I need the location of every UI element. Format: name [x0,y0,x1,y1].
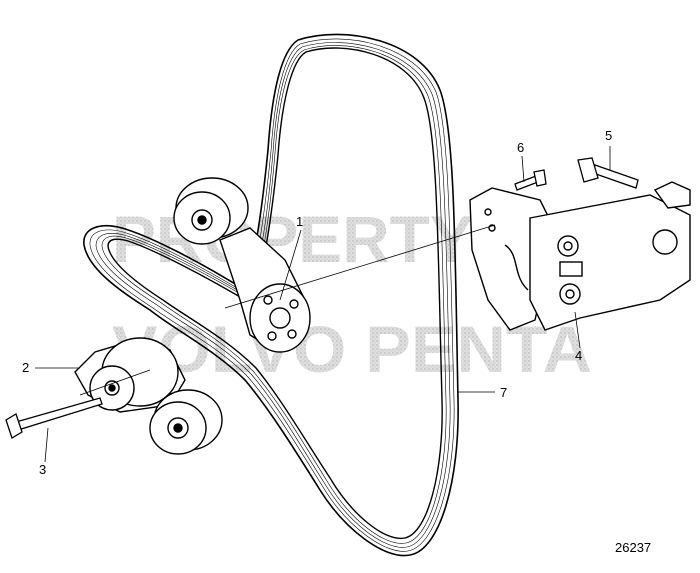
bracket-slot [504,244,529,291]
idler-bolt-hole-2 [289,299,299,309]
drawing-number: 26237 [615,540,652,555]
bracket-block [559,261,583,277]
lower-pulley-bore [173,423,183,433]
callout-5: 5 [605,128,612,143]
callout-4: 4 [575,348,582,363]
bracket-ear [653,181,691,209]
bolt-long-head [5,413,23,439]
lower-pulley [149,389,223,455]
bracket-small-hole-1 [484,208,492,216]
bracket-main-body [529,194,691,331]
idler-bolt-hole-1 [263,295,273,305]
callouts: 1 2 3 4 5 6 7 [22,128,612,477]
idler-bolt-hole-3 [267,331,277,341]
bolt-short-shaft [514,175,539,191]
callout-1: 1 [296,214,303,229]
callout-7: 7 [500,385,507,400]
leader-1 [279,229,302,301]
leader-3 [44,427,49,463]
bolt-short [514,169,547,191]
idler-pulley-assembly [173,177,311,353]
tensioner-pulley-bore [108,384,116,392]
bolt-medium-shaft [592,164,639,189]
bracket-bore-lower [565,289,575,299]
callout-6: 6 [517,140,524,155]
belt-tensioner [74,337,186,413]
bolt-long [5,397,103,439]
bracket-boss-right [652,229,678,255]
bracket-bore-upper [563,241,573,251]
leader-lines [35,146,611,463]
callout-2: 2 [22,360,29,375]
callout-3: 3 [39,462,46,477]
leader-4 [574,311,581,349]
alignment-line-lower [79,369,151,396]
alignment-line-upper [224,224,496,309]
idler-hub [269,307,291,329]
idler-bolt-hole-4 [287,329,297,339]
bolt-medium-head [577,157,599,183]
bolt-short-head [533,169,547,187]
upper-pulley-bore [197,215,207,225]
bolt-medium [577,157,639,189]
leader-6 [521,155,525,183]
mounting-bracket [469,181,691,331]
bolt-long-shaft [15,397,103,431]
